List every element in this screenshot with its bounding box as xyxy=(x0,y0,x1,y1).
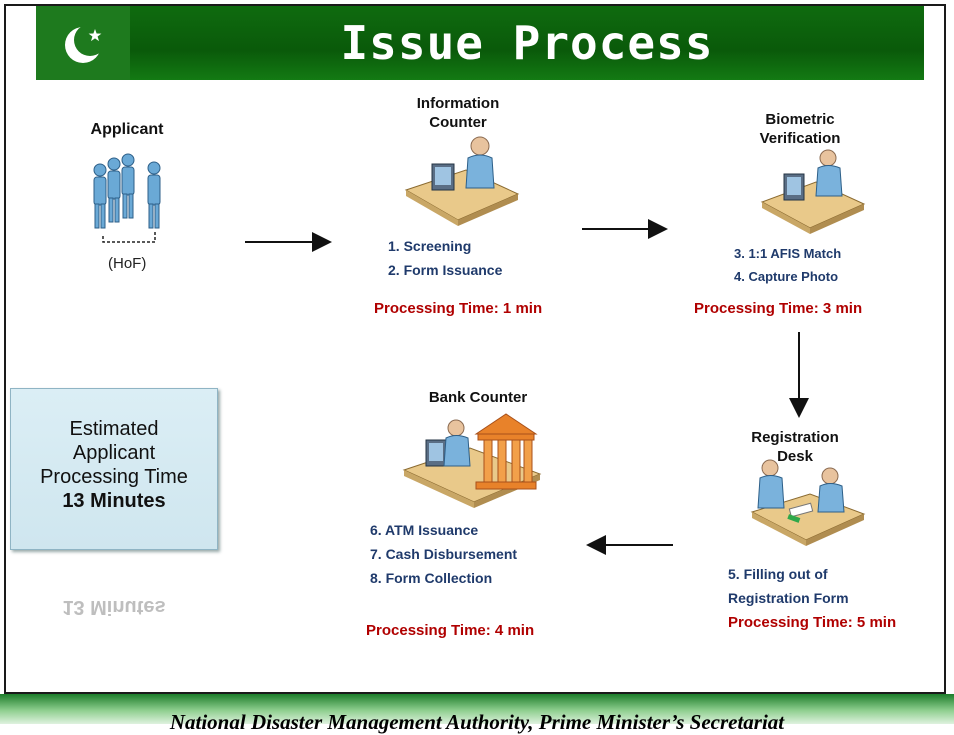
crescent-star-icon xyxy=(65,24,106,63)
estimate-line3: Processing Time xyxy=(40,466,188,488)
footer-text: National Disaster Management Authority, … xyxy=(169,710,785,734)
info-counter-steps: 1. Screening 2. Form Issuance xyxy=(388,234,502,282)
step-filling-out: 5. Filling out of xyxy=(728,566,828,582)
info-counter-label: Information Counter xyxy=(388,94,528,132)
applicants-group-icon xyxy=(93,153,161,243)
biometric-verification-icon xyxy=(760,149,866,234)
bank-counter-label: Bank Counter xyxy=(428,389,528,406)
registration-time: Processing Time: 5 min xyxy=(728,614,897,631)
step-registration-form: Registration Form xyxy=(728,590,849,606)
bank-steps: 6. ATM Issuance 7. Cash Disbursement 8. … xyxy=(370,518,517,590)
slide-frame xyxy=(4,4,946,694)
biometric-time: Processing Time: 3 min xyxy=(694,300,863,317)
step-screening: 1. Screening xyxy=(388,238,472,254)
biometric-steps: 3. 1:1 AFIS Match 4. Capture Photo xyxy=(734,242,841,288)
step-cash-disbursement: 7. Cash Disbursement xyxy=(370,546,518,562)
footer-bar: National Disaster Management Authority, … xyxy=(0,694,954,734)
estimate-total: 13 Minutes xyxy=(62,490,166,512)
registration-label-line2: Desk xyxy=(777,448,813,465)
estimate-line1: Estimated xyxy=(69,418,159,440)
estimate-line2: Applicant xyxy=(72,442,156,464)
estimate-reflection: 13 Minutes xyxy=(62,596,166,618)
biometric-label: Biometric Verification xyxy=(740,110,860,148)
information-counter-icon xyxy=(404,136,520,226)
page-title: Issue Process xyxy=(340,16,714,70)
registration-label-line1: Registration xyxy=(751,429,839,446)
title-bar: Issue Process xyxy=(130,6,924,80)
registration-steps: 5. Filling out of Registration Form xyxy=(728,562,849,610)
bank-counter-icon xyxy=(402,413,542,508)
step-form-collection: 8. Form Collection xyxy=(370,570,493,586)
registration-desk-icon xyxy=(750,459,866,546)
hof-label: (HoF) xyxy=(108,255,147,272)
estimate-box: Estimated Applicant Processing Time 13 M… xyxy=(10,388,218,550)
info-counter-label-line1: Information xyxy=(416,95,500,112)
step-form-issuance: 2. Form Issuance xyxy=(388,262,503,278)
applicant-label: Applicant xyxy=(90,121,164,138)
flag-panel xyxy=(36,6,130,80)
info-counter-time: Processing Time: 1 min xyxy=(374,300,543,317)
step-afis-match: 3. 1:1 AFIS Match xyxy=(734,246,842,261)
biometric-label-line2: Verification xyxy=(759,130,841,147)
biometric-label-line1: Biometric xyxy=(765,111,835,128)
step-atm-issuance: 6. ATM Issuance xyxy=(370,522,479,538)
info-counter-label-line2: Counter xyxy=(429,114,487,131)
bank-time: Processing Time: 4 min xyxy=(366,622,535,639)
step-capture-photo: 4. Capture Photo xyxy=(734,269,839,284)
registration-label: Registration Desk xyxy=(730,428,860,466)
